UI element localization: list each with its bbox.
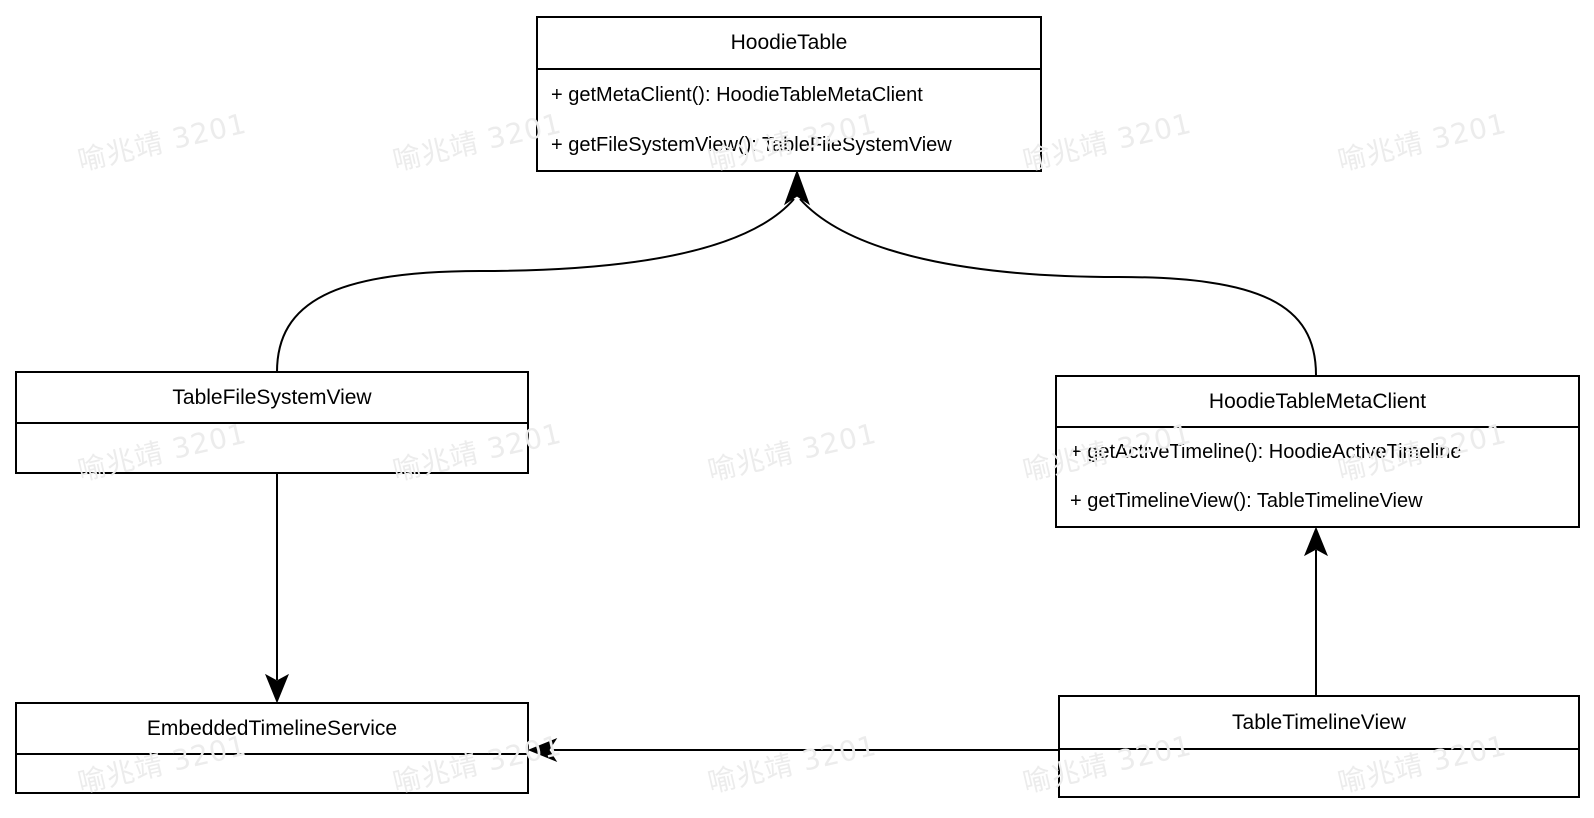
method-getactivetimeline: + getActiveTimeline(): HoodieActiveTimel… bbox=[1070, 441, 1462, 463]
method-gettimelineview: + getTimelineView(): TableTimelineView bbox=[1070, 490, 1423, 512]
class-name-tabletimelineview: TableTimelineView bbox=[1060, 697, 1578, 750]
class-name-hoodietable: HoodieTable bbox=[538, 18, 1040, 70]
empty-compartment-tabletimelineview bbox=[1060, 750, 1578, 796]
class-name-embeddedtimelineservice: EmbeddedTimelineService bbox=[17, 704, 527, 755]
arrowhead-into-hoodietablemetaclient-bottom bbox=[1304, 526, 1328, 557]
method-getfilesystemview: + getFileSystemView(): TableFileSystemVi… bbox=[551, 133, 952, 156]
edge-hoodietablemetaclient-to-hoodietable bbox=[799, 198, 1317, 376]
empty-compartment-tablefilesystemview bbox=[17, 424, 527, 472]
methods-compartment-hoodietable: + getMetaClient(): HoodieTableMetaClient… bbox=[538, 70, 1040, 170]
class-box-hoodietable: HoodieTable + getMetaClient(): HoodieTab… bbox=[536, 16, 1042, 172]
class-name-hoodietablemetaclient: HoodieTableMetaClient bbox=[1057, 377, 1578, 428]
class-box-embeddedtimelineservice: EmbeddedTimelineService bbox=[15, 702, 529, 794]
class-box-tablefilesystemview: TableFileSystemView bbox=[15, 371, 529, 474]
method-getmetaclient: + getMetaClient(): HoodieTableMetaClient bbox=[551, 83, 923, 106]
class-box-hoodietablemetaclient: HoodieTableMetaClient + getActiveTimelin… bbox=[1055, 375, 1580, 528]
empty-compartment-embeddedtimelineservice bbox=[17, 755, 527, 792]
arrowhead-into-embeddedtimelineservice-right bbox=[527, 737, 558, 763]
class-box-tabletimelineview: TableTimelineView bbox=[1058, 695, 1580, 798]
methods-compartment-hoodietablemetaclient: + getActiveTimeline(): HoodieActiveTimel… bbox=[1057, 428, 1578, 526]
arrowhead-into-embeddedtimelineservice-top bbox=[265, 673, 289, 704]
class-name-tablefilesystemview: TableFileSystemView bbox=[17, 373, 527, 424]
edge-tablefilesystemview-to-hoodietable bbox=[276, 198, 795, 373]
arrowhead-into-hoodietable bbox=[784, 169, 810, 206]
